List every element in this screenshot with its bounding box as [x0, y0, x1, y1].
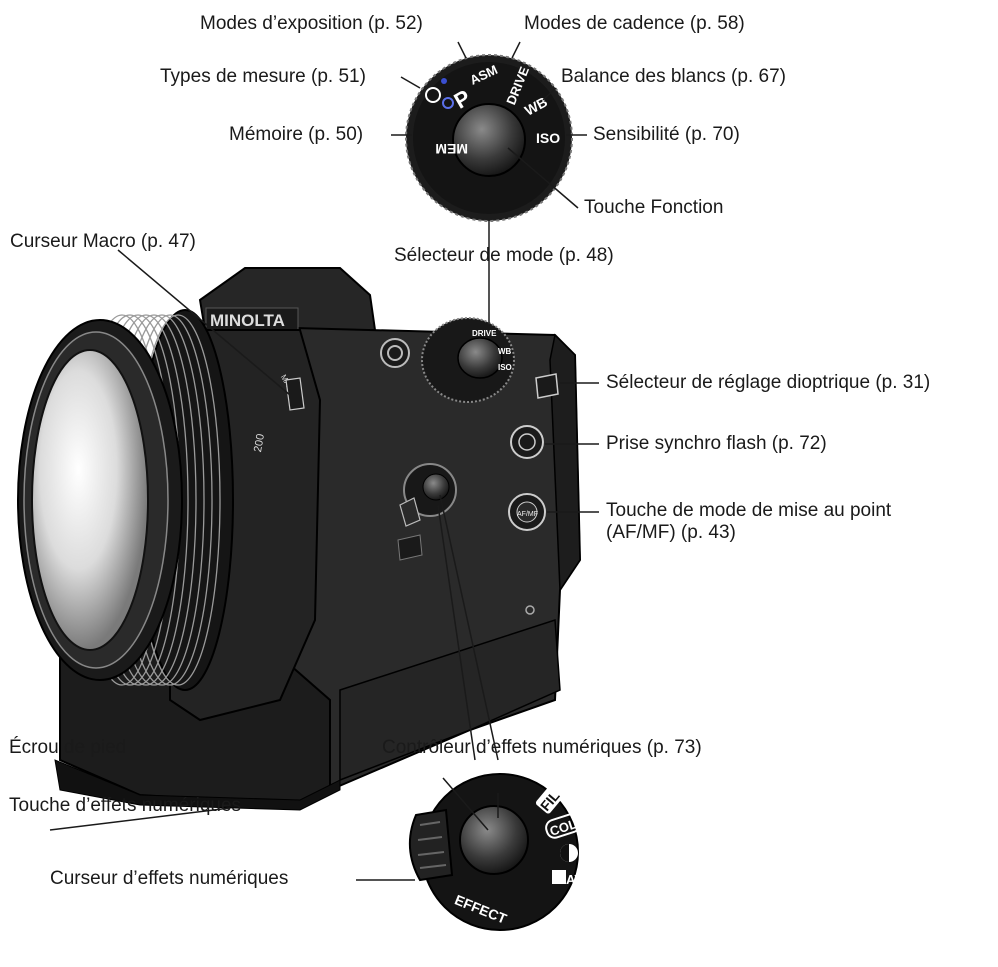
av-label: AV: [566, 872, 583, 887]
svg-text:DRIVE: DRIVE: [472, 329, 497, 338]
label-memory: Mémoire (p. 50): [229, 124, 364, 145]
lens: 200 MACRO: [17, 309, 322, 722]
effect-slider-knob: [408, 808, 454, 882]
flash-sync-socket: [510, 425, 544, 459]
label-white-balance: Balance des blancs (p. 67): [561, 66, 786, 87]
label-sensitivity: Sensibilité (p. 70): [593, 124, 740, 145]
mode-dial-small: WB ISO DRIVE: [421, 317, 515, 403]
leader-lines: [49, 41, 599, 881]
label-exposure-modes: Modes d’exposition (p. 52): [200, 13, 423, 34]
diopter-knob: [535, 373, 559, 399]
focal-200-label: 200: [252, 433, 267, 453]
macro-slider-knob: [285, 377, 305, 411]
mode-dial-large: P ASM DRIVE WB ISO MEM: [405, 54, 573, 222]
label-flash-sync: Prise synchro flash (p. 72): [606, 433, 827, 454]
metering-icon: [425, 87, 441, 103]
label-tripod-socket: Écrou de pied: [9, 737, 127, 758]
effect-button-shape: [459, 805, 529, 875]
label-digital-effects-slider: Curseur d’effets numériques: [50, 868, 289, 889]
svg-text:ISO: ISO: [498, 363, 512, 372]
label-digital-effects-controller: Contrôleur d’effets numériques (p. 73): [382, 737, 702, 758]
label-function-button: Touche Fonction: [584, 197, 724, 218]
dial-iso-label: ISO: [536, 130, 560, 146]
dial-mem-label: MEM: [435, 141, 468, 157]
strap-lug: [380, 338, 410, 368]
effect-dial-small: [399, 463, 457, 527]
label-metering-types: Types de mesure (p. 51): [160, 66, 366, 87]
brand-logo-text: MINOLTA: [210, 311, 285, 330]
effect-dial-large: FIL COL AV EFFECT: [408, 773, 583, 931]
label-macro-slider: Curseur Macro (p. 47): [10, 231, 196, 252]
function-button-shape: [452, 103, 526, 177]
label-digital-effects-button: Touche d’effets numériques: [9, 795, 242, 816]
lens-glass: [31, 349, 149, 651]
svg-text:AF/MF: AF/MF: [517, 511, 538, 518]
label-focus-mode-line2: (AF/MF) (p. 43): [606, 522, 736, 543]
label-focus-mode-line1: Touche de mode de mise au point: [606, 500, 892, 521]
label-diopter-selector: Sélecteur de réglage dioptrique (p. 31): [606, 372, 931, 393]
svg-text:WB: WB: [498, 347, 512, 356]
exposure-comp-icon: [552, 870, 566, 884]
label-drive-modes: Modes de cadence (p. 58): [524, 13, 745, 34]
label-mode-selector: Sélecteur de mode (p. 48): [394, 245, 614, 266]
